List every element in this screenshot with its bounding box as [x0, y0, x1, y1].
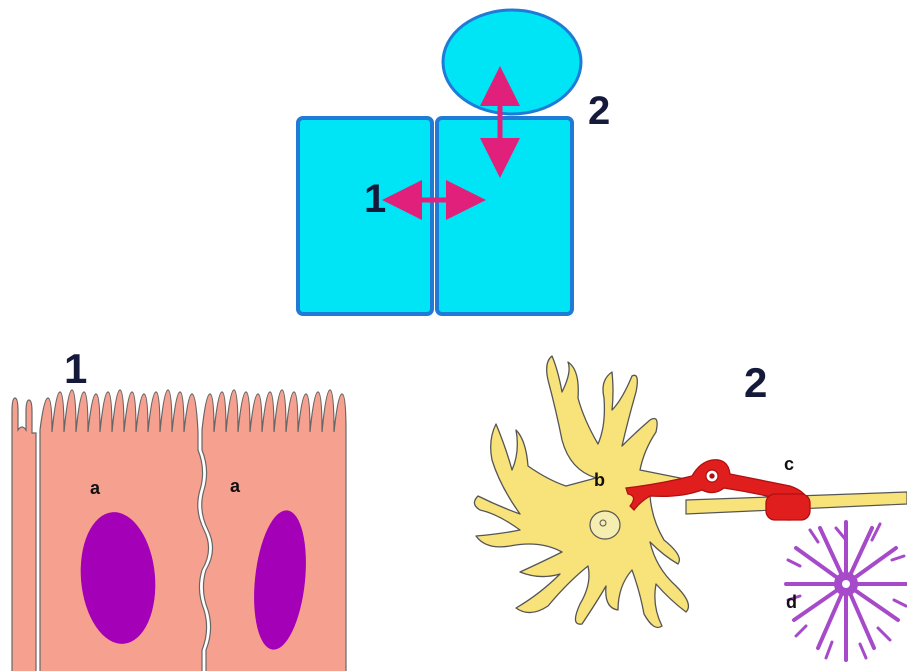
epithelium-panel: 1 a a	[12, 345, 346, 671]
epithelium-number: 1	[64, 345, 87, 392]
label-c: c	[784, 454, 794, 474]
cell-label-a-2: a	[230, 476, 241, 496]
right-cell	[437, 118, 572, 314]
cell-label-a-1: a	[90, 478, 101, 498]
label-d: d	[786, 592, 797, 612]
partial-cell-left	[12, 398, 36, 671]
astrocyte-d	[786, 522, 907, 660]
secreted-cell	[443, 10, 581, 114]
neuron-number: 2	[744, 359, 767, 406]
neuron-panel: 2 b c d	[474, 356, 907, 660]
contact-label: 1	[364, 177, 386, 221]
top-diagram: 1 2	[298, 10, 610, 314]
astrocyte-nucleus	[842, 580, 850, 588]
label-b: b	[594, 470, 605, 490]
secretion-label: 2	[588, 89, 610, 133]
